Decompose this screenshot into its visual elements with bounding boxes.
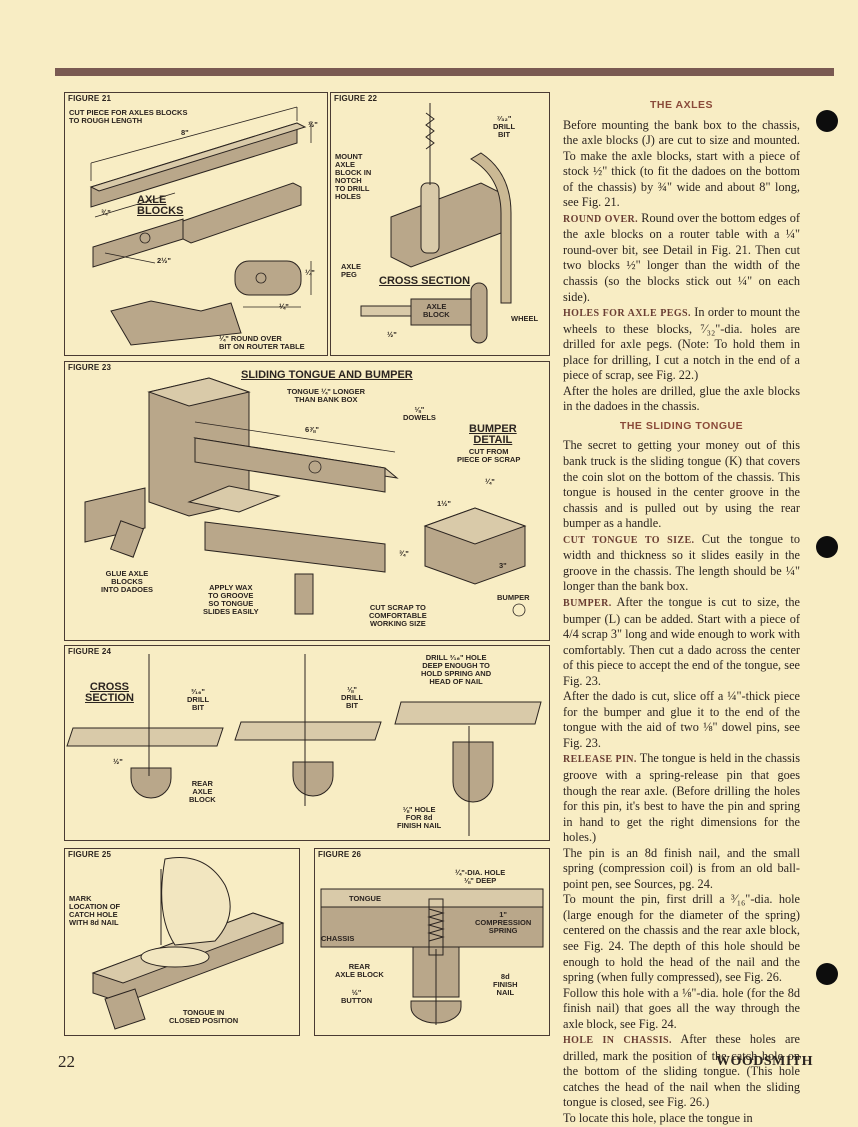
fig21-cut-piece-label: CUT PIECE FOR AXLES BLOCKS TO ROUGH LENG… [69, 108, 188, 125]
figure-25-title: FIGURE 25 [68, 850, 112, 859]
paragraph-9: RELEASE PIN. The tongue is held in the c… [563, 751, 800, 845]
paragraph-13: HOLE IN CHASSIS. After these holes are d… [563, 1032, 800, 1111]
fig21-quarter-a-label: ¼" [305, 268, 315, 277]
paragraph-6-text: Cut the tongue to width and thickness so… [563, 531, 800, 594]
fig22-cross-section-label: CROSS SECTION [379, 275, 471, 287]
top-rule [55, 68, 834, 76]
figure-22-drawing [360, 103, 512, 344]
figure-23-title: FIGURE 23 [68, 363, 112, 372]
figure-21-title: FIGURE 21 [68, 94, 112, 103]
fig23-six-label: 6⅞" [305, 425, 319, 434]
fig25-mark-label: MARK LOCATION OF CATCH HOLE WITH 8d NAIL [69, 894, 121, 927]
figure-26-drawing [320, 888, 544, 1025]
binder-hole-1 [816, 110, 838, 132]
figure-26-title: FIGURE 26 [318, 850, 362, 859]
fig24-drill-deep-label: DRILL ³⁄₁₆" HOLE DEEP ENOUGH TO HOLD SPR… [421, 653, 492, 686]
fig21-roundover-label: ¼" ROUND OVER BIT ON ROUTER TABLE [219, 334, 305, 351]
fig26-finish-nail-label: 8d FINISH NAIL [493, 972, 518, 997]
fig23-bumper-detail-label: BUMPER DETAIL [469, 423, 517, 446]
lead-cut-tongue: CUT TONGUE TO SIZE. [563, 534, 695, 546]
lead-bumper: BUMPER. [563, 597, 612, 609]
paragraph-10: The pin is an 8d finish nail, and the sm… [563, 845, 800, 891]
figure-21: FIGURE 21 CUT PIECE FOR AXLES BLOCKS TO … [64, 92, 328, 356]
figure-22: FIGURE 22 ⁷⁄₃₂" DRILL BIT MOUNT AXLE BLO… [330, 92, 550, 356]
fig22-drill-label: ⁷⁄₃₂" DRILL BIT [493, 114, 516, 139]
paragraph-3: HOLES FOR AXLE PEGS. In order to mount t… [563, 305, 800, 384]
lead-holes-for-axle-pegs: HOLES FOR AXLE PEGS. [563, 308, 691, 320]
figure-25-drawing [91, 857, 285, 1030]
fig26-compression-label: 1" COMPRESSION SPRING [475, 910, 532, 935]
paragraph-11: To mount the pin, first drill a ³⁄₁₆"-di… [563, 892, 800, 985]
fig23-glue-label: GLUE AXLE BLOCKS INTO DADOES [101, 569, 153, 594]
fig22-half-label: ½" [387, 330, 397, 339]
paragraph-14: To locate this hole, place the tongue in [563, 1111, 753, 1125]
figure-23: FIGURE 23 SLIDING TONGUE AND BUMPER TONG… [64, 361, 550, 641]
fig23-heading: SLIDING TONGUE AND BUMPER [241, 369, 413, 381]
fig23-dowels-label: ⅛" DOWELS [403, 405, 436, 422]
fig23-apply-wax-label: APPLY WAX TO GROOVE SO TONGUE SLIDES EAS… [203, 583, 259, 616]
figure-21-drawing [89, 106, 312, 346]
paragraph-4: After the holes are drilled, glue the ax… [563, 383, 800, 414]
fig23-quarter-label: ¼" [485, 477, 495, 486]
fig24-half-label: ½" [113, 757, 123, 766]
fig22-axle-block-label: AXLE BLOCK [423, 302, 450, 319]
fig21-length-label: 8" [181, 128, 189, 137]
article-column: THE AXLES Before mounting the bank box t… [563, 98, 800, 1127]
binder-hole-2 [816, 536, 838, 558]
paragraph-2-text: Round over the bottom edges of the axle … [563, 210, 800, 304]
figure-22-title: FIGURE 22 [334, 94, 378, 103]
paragraph-9-text: The tongue is held in the chassis groove… [563, 751, 800, 845]
page-number: 22 [58, 1052, 75, 1071]
fig22-mount-label: MOUNT AXLE BLOCK IN NOTCH TO DRILL HOLES [335, 152, 372, 201]
fig26-rear-axle-label: REAR AXLE BLOCK [335, 962, 384, 979]
paragraph-12: Follow this hole with a ⅛"-dia. hole (fo… [563, 985, 800, 1031]
fig26-tongue-label: TONGUE [349, 894, 381, 903]
brand-footer: WOODSMITH [716, 1054, 814, 1069]
lead-release-pin: RELEASE PIN. [563, 754, 637, 766]
fig24-cross-section-label: CROSS SECTION [85, 681, 134, 704]
binder-hole-3 [816, 963, 838, 985]
lead-hole-in-chassis: HOLE IN CHASSIS. [563, 1035, 672, 1047]
fig26-chassis-label: CHASSIS [321, 934, 355, 943]
fig21-axle-blocks-label: AXLE BLOCKS [137, 194, 184, 217]
paragraph-3-text: In order to mount the wheels to these bl… [563, 305, 800, 383]
fig22-axle-peg-label: AXLE PEG [341, 262, 362, 279]
figure-24-title: FIGURE 24 [68, 647, 112, 656]
lead-round-over: ROUND OVER. [563, 213, 639, 225]
fig21-three-quarter-label: ¾" [101, 208, 111, 217]
figure-24: FIGURE 24 CROSS SECTION ³⁄₁₆" DRILL BIT … [64, 645, 550, 841]
figure-23-drawing [84, 377, 527, 617]
fig21-quarter-b-label: ¼" [279, 302, 289, 311]
fig23-tongue-longer-label: TONGUE ¼" LONGER THAN BANK BOX [287, 387, 366, 404]
fig24-drill-18-label: ⅛" DRILL BIT [341, 685, 364, 710]
paragraph-5: The secret to getting your money out of … [563, 438, 800, 531]
paragraph-2: ROUND OVER. Round over the bottom edges … [563, 211, 800, 305]
fig26-button-label: ½" BUTTON [341, 988, 373, 1005]
paragraph-7-text: After the tongue is cut to size, the bum… [563, 594, 800, 688]
figure-24-drawing [66, 654, 542, 836]
fig23-bumper-label: BUMPER [497, 593, 530, 602]
fig21-two-half-label: 2½" [157, 256, 171, 265]
fig24-rear-axle-label: REAR AXLE BLOCK [189, 779, 216, 804]
heading-the-axles: THE AXLES [649, 99, 714, 111]
paragraph-7: BUMPER. After the tongue is cut to size,… [563, 595, 800, 689]
paragraph-8: After the dado is cut, slice off a ¼"-th… [563, 689, 800, 750]
fig23-cut-scrap-label: CUT SCRAP TO COMFORTABLE WORKING SIZE [369, 603, 427, 628]
heading-sliding-tongue: THE SLIDING TONGUE [619, 419, 744, 432]
fig25-tongue-closed-label: TONGUE IN CLOSED POSITION [169, 1008, 239, 1025]
fig26-hole-label: ¼"-DIA. HOLE ⅛" DEEP [455, 868, 506, 885]
paragraph-1: Before mounting the bank box to the chas… [563, 117, 800, 210]
paragraph-6: CUT TONGUE TO SIZE. Cut the tongue to wi… [563, 532, 800, 595]
figure-25: FIGURE 25 MARK LOCATION OF CATCH HOLE WI… [64, 848, 300, 1036]
fig21-half-label: ½" [308, 120, 318, 129]
figure-26: FIGURE 26 ¼"-DIA. HOLE ⅛" DEEP TONGUE 1"… [314, 848, 550, 1036]
fig22-wheel-label: WHEEL [511, 314, 539, 323]
fig23-three-label: 3" [499, 561, 507, 570]
fig24-hole-8d-label: ⅛" HOLE FOR 8d FINISH NAIL [397, 805, 442, 830]
fig23-one-half-label: 1½" [437, 499, 451, 508]
fig23-three-quarter-label: ¾" [399, 549, 409, 558]
fig24-drill-316-label: ³⁄₁₆" DRILL BIT [187, 687, 210, 712]
fig23-cut-from-label: CUT FROM PIECE OF SCRAP [457, 447, 521, 464]
